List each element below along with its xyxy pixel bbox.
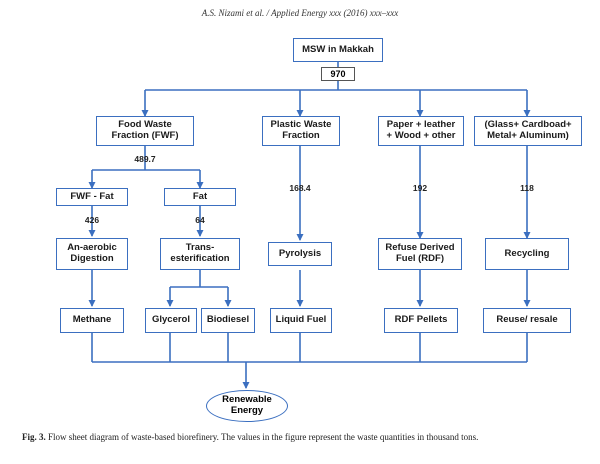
node-fwf: Food Waste Fraction (FWF) (96, 116, 194, 146)
caption-text: Flow sheet diagram of waste-based bioref… (45, 432, 479, 442)
qty-fat: 64 (195, 215, 205, 225)
node-liquid-fuel: Liquid Fuel (270, 308, 332, 333)
node-transesterification: Trans- esterification (160, 238, 240, 270)
node-rdf-pellets: RDF Pellets (384, 308, 458, 333)
node-plastic: Plastic Waste Fraction (262, 116, 340, 146)
node-glycerol: Glycerol (145, 308, 197, 333)
node-glass: (Glass+ Cardboad+ Metal+ Aluminum) (474, 116, 582, 146)
node-paper: Paper + leather + Wood + other (378, 116, 464, 146)
node-recycling: Recycling (485, 238, 569, 270)
node-rdf: Refuse Derived Fuel (RDF) (378, 238, 462, 270)
qty-glass: 118 (520, 183, 534, 193)
node-fat: Fat (164, 188, 236, 206)
node-reuse-resale: Reuse/ resale (483, 308, 571, 333)
qty-plastic: 168.4 (289, 183, 311, 193)
figure-caption: Fig. 3. Flow sheet diagram of waste-base… (22, 432, 582, 442)
node-methane: Methane (60, 308, 124, 333)
qty-paper: 192 (412, 183, 428, 193)
caption-label: Fig. 3. (22, 432, 46, 442)
node-fwf-fat: FWF - Fat (56, 188, 128, 206)
qty-fwf-fat: 426 (84, 215, 100, 225)
node-biodiesel: Biodiesel (201, 308, 255, 333)
qty-msw: 970 (321, 67, 355, 81)
node-pyrolysis: Pyrolysis (268, 242, 332, 266)
node-anaerobic: An-aerobic Digestion (56, 238, 128, 270)
qty-fwf: 489.7 (134, 154, 156, 164)
node-msw: MSW in Makkah (293, 38, 383, 62)
journal-header: A.S. Nizami et al. / Applied Energy xxx … (201, 8, 399, 18)
node-renewable-energy: Renewable Energy (206, 390, 288, 422)
